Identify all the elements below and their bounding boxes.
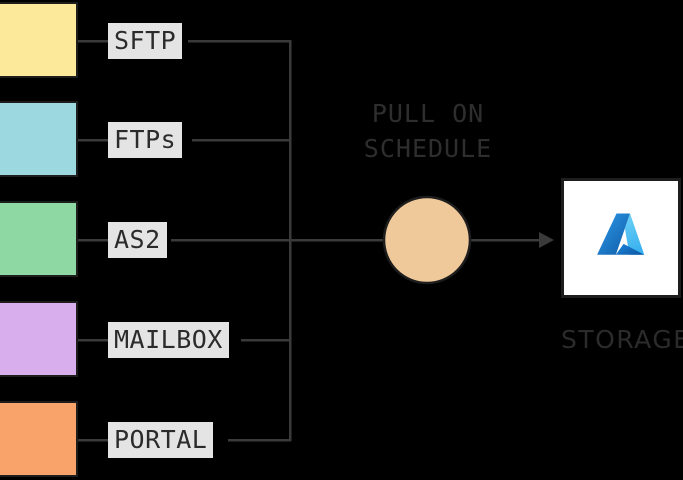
azure-storage-card[interactable] <box>561 178 681 298</box>
label-ftps[interactable]: FTPs <box>108 122 183 158</box>
label-sftp[interactable]: SFTP <box>108 23 183 59</box>
storage-label: STORAGE <box>561 325 683 354</box>
source-block-portal[interactable] <box>0 401 78 477</box>
source-block-ftps[interactable] <box>0 101 78 177</box>
arrowhead-icon <box>539 232 554 248</box>
label-portal[interactable]: PORTAL <box>108 422 214 458</box>
source-block-sftp[interactable] <box>0 2 78 78</box>
pull-process-node[interactable] <box>382 195 472 285</box>
annotation-pull-on: PULL ON <box>371 99 485 128</box>
source-block-mailbox[interactable] <box>0 301 78 377</box>
azure-logo <box>597 213 645 255</box>
annotation-schedule: SCHEDULE <box>363 134 493 163</box>
source-block-as2[interactable] <box>0 201 78 277</box>
label-mailbox[interactable]: MAILBOX <box>108 322 229 358</box>
label-as2[interactable]: AS2 <box>108 222 167 258</box>
